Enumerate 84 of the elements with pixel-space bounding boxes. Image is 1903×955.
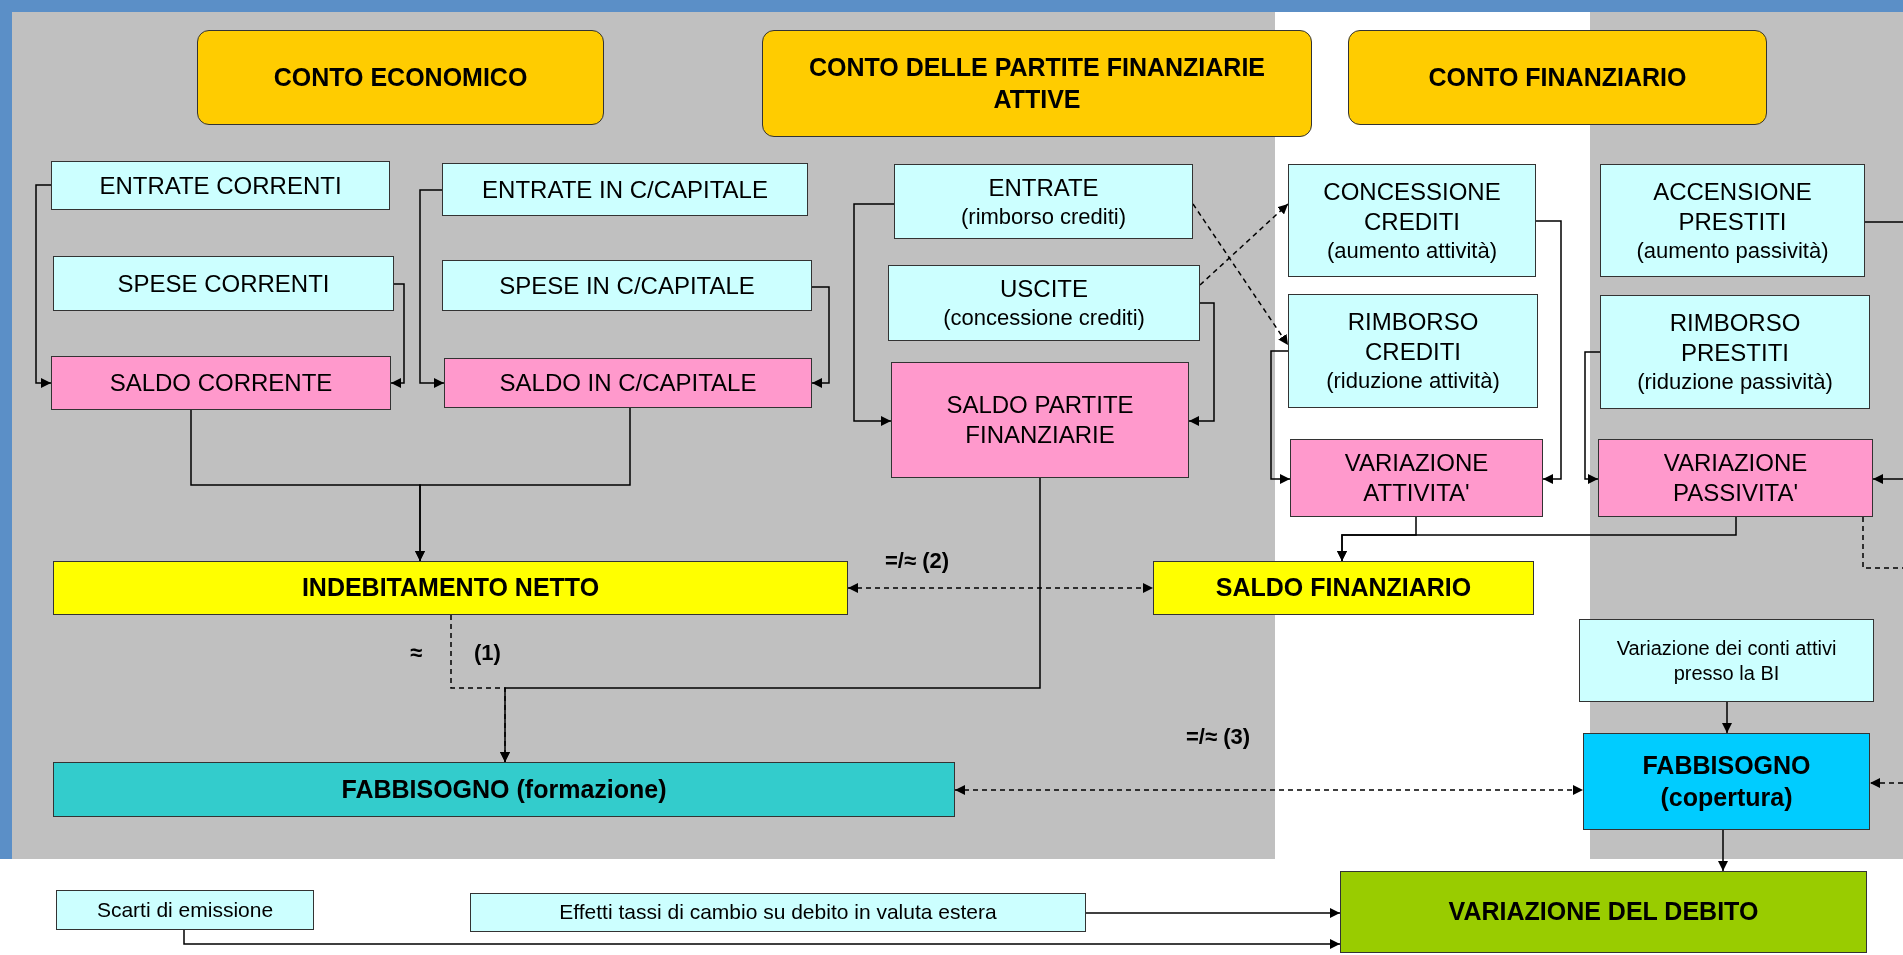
- result-box: [53, 762, 955, 817]
- dashed-arrow: [1192, 203, 1289, 346]
- box-label: (riduzione passività): [1637, 368, 1833, 396]
- box-label: Effetti tassi di cambio su debito in valuta estera: [559, 899, 997, 926]
- box-label: VARIAZIONE PASSIVITA': [1662, 448, 1809, 508]
- relation-note: =/≈ (3): [1186, 724, 1251, 750]
- process-box: [444, 358, 812, 408]
- relation-note: =/≈ (2): [885, 548, 950, 574]
- result-box: [1340, 871, 1867, 953]
- process-box: [1288, 164, 1536, 277]
- arrow: [1718, 829, 1728, 872]
- arrow: [853, 203, 895, 426]
- box-label: CONTO ECONOMICO: [273, 61, 528, 93]
- arrow: [1722, 701, 1732, 734]
- process-box: [1290, 439, 1543, 517]
- box-label: ENTRATE CORRENTI: [99, 170, 342, 201]
- process-box: [1598, 439, 1873, 517]
- arrow: [1535, 220, 1562, 484]
- process-box: [53, 256, 394, 311]
- process-box: [51, 161, 390, 210]
- box-label: Scarti di emissione: [96, 896, 274, 923]
- box-label: (aumento attività): [1327, 236, 1497, 265]
- arrow: [1584, 351, 1601, 484]
- box-label: RIMBORSO PRESTITI: [1668, 308, 1802, 369]
- arrow: [1337, 516, 1737, 562]
- process-box: [1288, 294, 1538, 408]
- result-box: [1583, 733, 1870, 830]
- arrow: [1872, 474, 1903, 484]
- box-label: ENTRATE: [988, 172, 1099, 203]
- header-box: [1348, 30, 1767, 125]
- box-label: (concessione crediti): [943, 304, 1145, 332]
- process-box: [442, 163, 808, 216]
- box-label: SALDO CORRENTE: [109, 368, 333, 398]
- process-box: [56, 890, 314, 930]
- dashed-arrow: [1869, 778, 1903, 788]
- box-label: RIMBORSO CREDITI: [1346, 307, 1480, 368]
- arrow: [1188, 302, 1215, 426]
- arrow: [811, 286, 830, 388]
- process-box: [470, 893, 1086, 932]
- process-box: [891, 362, 1189, 478]
- box-label: SPESE CORRENTI: [117, 268, 330, 299]
- box-label: SPESE IN C/CAPITALE: [499, 270, 755, 301]
- box-label: (riduzione attività): [1326, 367, 1500, 395]
- relation-note: ≈: [410, 640, 423, 666]
- process-box: [442, 260, 812, 311]
- box-label: FABBISOGNO (formazione): [341, 773, 667, 805]
- arrow: [1270, 350, 1291, 484]
- dashed-arrow: [847, 583, 1154, 593]
- arrow: [35, 184, 52, 388]
- box-label: USCITE: [1000, 274, 1088, 305]
- box-label: VARIAZIONE DEL DEBITO: [1448, 896, 1759, 928]
- process-box: [1600, 164, 1865, 277]
- header-box: [762, 30, 1312, 137]
- box-label: (aumento passività): [1636, 236, 1829, 265]
- box-label: FABBISOGNO (copertura): [1641, 750, 1812, 813]
- box-label: Variazione dei conti attivi presso la BI: [1615, 635, 1838, 686]
- process-box: [888, 265, 1200, 341]
- arrow: [390, 283, 405, 388]
- box-label: SALDO PARTITE FINANZIARIE: [945, 390, 1135, 450]
- box-label: SALDO FINANZIARIO: [1215, 572, 1472, 604]
- box-label: INDEBITAMENTO NETTO: [301, 572, 600, 604]
- process-box: [1600, 295, 1870, 409]
- box-label: CONTO FINANZIARIO: [1428, 61, 1687, 93]
- dashed-arrow: [1199, 203, 1289, 286]
- box-label: (rimborso crediti): [961, 202, 1126, 231]
- box-label: CONCESSIONE CREDITI: [1322, 176, 1502, 237]
- box-label: VARIAZIONE ATTIVITA': [1343, 448, 1490, 508]
- arrow: [500, 477, 1041, 763]
- arrow: [419, 189, 445, 388]
- process-box: [1579, 619, 1874, 702]
- arrow: [1085, 908, 1341, 918]
- process-box: [894, 164, 1193, 239]
- arrow: [415, 407, 631, 562]
- process-box: [51, 356, 391, 410]
- dashed-arrow: [954, 785, 1584, 795]
- result-box: [53, 561, 848, 615]
- box-label: ACCENSIONE PRESTITI: [1652, 176, 1813, 237]
- result-box: [1153, 561, 1534, 615]
- relation-note: (1): [474, 640, 501, 666]
- header-box: [197, 30, 604, 125]
- box-label: ENTRATE IN C/CAPITALE: [482, 174, 768, 205]
- arrow: [183, 929, 1341, 949]
- box-label: CONTO DELLE PARTITE FINANZIARIE ATTIVE: [808, 52, 1266, 115]
- box-label: SALDO IN C/CAPITALE: [499, 368, 757, 398]
